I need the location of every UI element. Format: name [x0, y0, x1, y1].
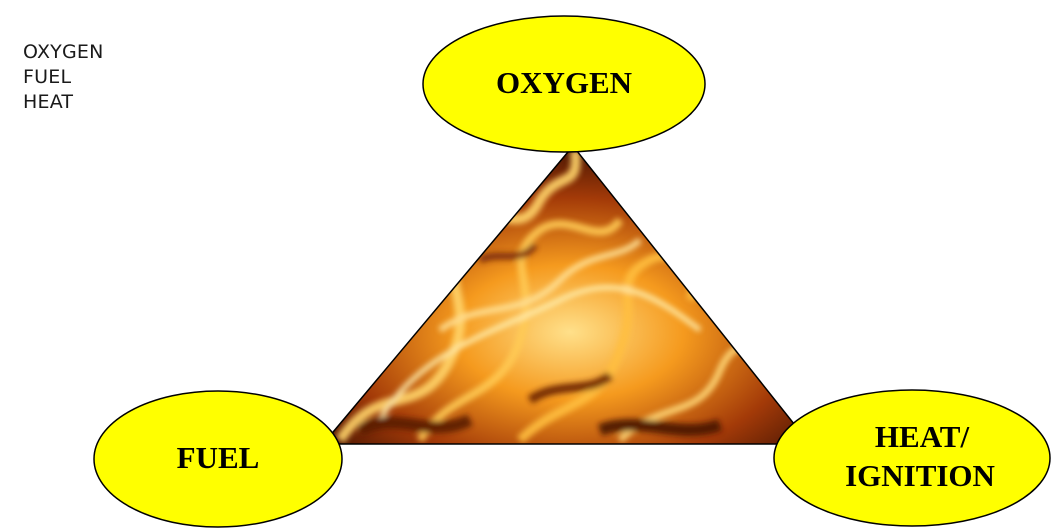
node-fuel: FUEL: [94, 391, 342, 527]
node-oxygen-label: OXYGEN: [496, 65, 632, 100]
node-fuel-label: FUEL: [177, 440, 260, 475]
node-heat-label-line1: HEAT/: [875, 419, 970, 454]
node-heat-label-line2: IGNITION: [845, 458, 995, 493]
node-heat: HEAT/ IGNITION: [774, 390, 1050, 526]
node-oxygen: OXYGEN: [423, 16, 705, 152]
fire-triangle: [300, 140, 840, 460]
flame-image: [300, 140, 840, 460]
